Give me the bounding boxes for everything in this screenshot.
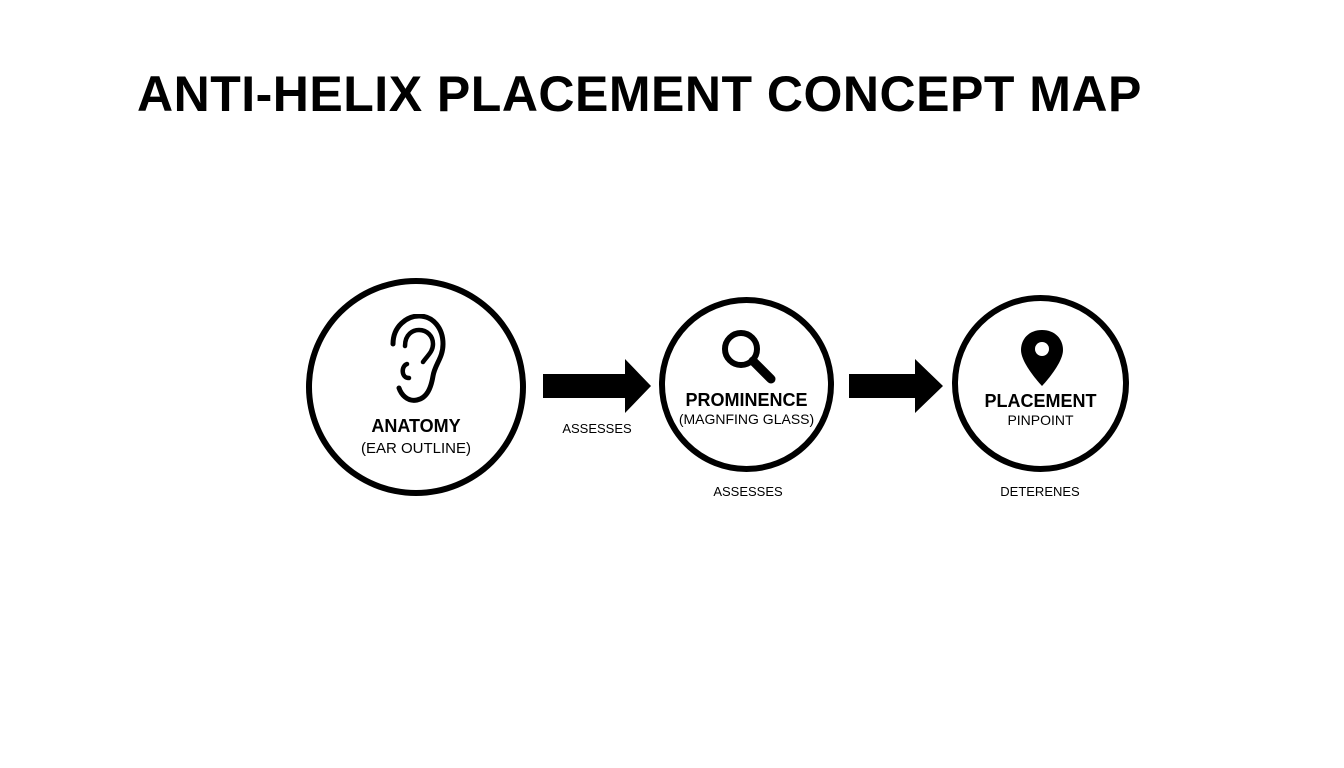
page-title: ANTI-HELIX PLACEMENT CONCEPT MAP <box>137 66 1142 122</box>
node-placement: PLACEMENT PINPOINT <box>952 295 1129 472</box>
edge-label-assesses-2: ASSESSES <box>713 484 783 499</box>
node-prominence-label: PROMINENCE <box>685 390 808 410</box>
arrow-prominence-to-placement <box>849 359 943 413</box>
node-placement-sublabel: PINPOINT <box>1007 412 1074 428</box>
node-prominence: PROMINENCE (MAGNFING GLASS) <box>659 297 834 472</box>
node-placement-label: PLACEMENT <box>984 391 1097 411</box>
edge-label-deterenes: DETERENES <box>1000 484 1080 499</box>
ear-icon <box>390 314 446 403</box>
magnifying-glass-icon <box>722 330 776 384</box>
node-anatomy-label: ANATOMY <box>371 416 461 436</box>
node-anatomy: ANATOMY (EAR OUTLINE) <box>306 278 526 496</box>
arrow-anatomy-to-prominence <box>543 359 651 413</box>
map-pin-icon <box>1021 330 1063 386</box>
node-prominence-sublabel: (MAGNFING GLASS) <box>678 411 815 427</box>
node-anatomy-sublabel: (EAR OUTLINE) <box>360 440 471 457</box>
edge-label-assesses-1: ASSESSES <box>562 421 632 436</box>
